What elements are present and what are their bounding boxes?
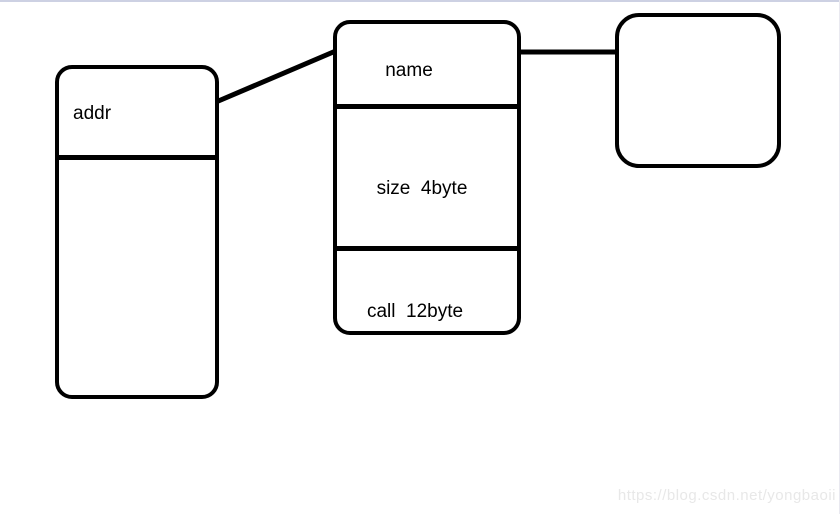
name-box-row-size: size 4byte [337,109,517,251]
addr-box-row-addr: addr [59,69,215,160]
name-label: name [385,60,433,81]
connector-addr-to-name [213,47,341,105]
addr-box: addr [55,65,219,399]
call-label: call 12byte [366,301,464,322]
watermark: https://blog.csdn.net/yongbaoii [617,487,836,504]
addr-label: addr [73,103,112,124]
right-box [615,13,781,168]
name-box-row-name: name [337,24,517,109]
name-box: name size 4byte call 12byte [333,20,521,335]
name-box-row-call: call 12byte [337,251,517,331]
window-top-edge [0,0,840,2]
size-label: size 4byte [376,177,468,199]
addr-box-row-empty [59,160,215,395]
